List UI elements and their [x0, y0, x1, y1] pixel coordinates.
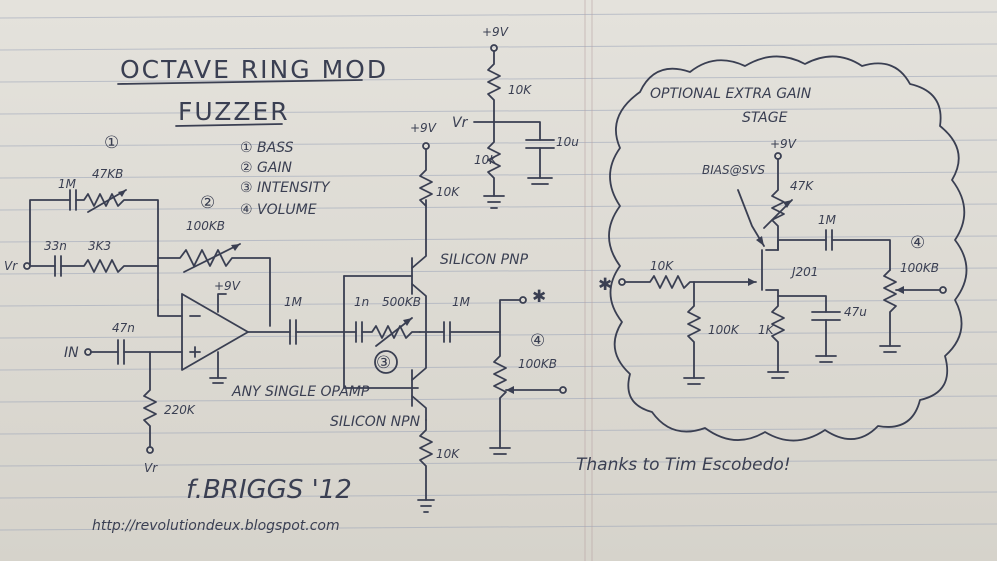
jfet-9v-label: +9V [770, 137, 797, 151]
ring-stage [289, 199, 501, 421]
volume-pot [489, 296, 567, 455]
pnp-label: SILICON PNP [440, 252, 529, 268]
res-1k-label: 1K [758, 323, 775, 337]
cap-1m-2-label: 1M [452, 295, 471, 309]
legend-item-volume: ④ VOLUME [240, 202, 317, 218]
vr-left-label: Vr [4, 259, 18, 273]
res-47k-label: 47K [790, 179, 814, 193]
res-10k-bot-label: 10K [474, 153, 498, 167]
cap-1m-feedback-label: 1M [58, 177, 77, 191]
pot-100kb-gain-label: 100KB [186, 219, 225, 233]
vr-bottom-label: Vr [144, 461, 158, 475]
res-10k-in-label: 10K [650, 259, 674, 273]
legend: ① BASS ② GAIN ③ INTENSITY ④ VOLUME [240, 140, 331, 218]
res-100k-label: 100K [708, 323, 740, 337]
optional-stage-cloud [608, 55, 968, 442]
credit-text: Thanks to Tim Escobedo! [576, 455, 791, 475]
res-10k-npn-label: 10K [436, 447, 460, 461]
feedback-network [23, 189, 159, 301]
cap-1n-label: 1n [354, 295, 369, 309]
vr-divider [473, 44, 555, 209]
marker-volume-extra: ④ [910, 233, 925, 253]
extra-stage-input-star: ✱ [598, 275, 612, 295]
cap-47u-label: 47u [844, 305, 867, 319]
marker-bass: ① [104, 133, 119, 153]
marker-volume: ④ [530, 331, 545, 351]
jfet-label: J201 [790, 265, 818, 279]
npn-label-1: SILICON NPN [330, 414, 421, 430]
res-10k-pnp-label: 10K [436, 185, 460, 199]
title-line-1: OCTAVE RING MOD [120, 55, 388, 84]
title-line-2: FUZZER [178, 97, 290, 126]
pot-100kb-vol-label: 100KB [518, 357, 557, 371]
bias-label: BIAS@SVS [702, 163, 765, 177]
legend-item-intensity: ③ INTENSITY [240, 180, 331, 196]
cap-10u-label: 10u [556, 135, 579, 149]
cap-33n-label: 33n [44, 239, 67, 253]
vr-top-label: Vr [452, 115, 469, 131]
legend-item-bass: ① BASS [240, 140, 294, 156]
extra-stage-title-1: OPTIONAL EXTRA GAIN [650, 86, 812, 102]
res-220k-label: 220K [164, 403, 196, 417]
pnp-supply [419, 142, 433, 207]
cap-1m-jfet-label: 1M [818, 213, 837, 227]
divider-9v-label: +9V [482, 25, 509, 39]
res-10k-top-label: 10K [508, 83, 532, 97]
npn-emitter [417, 419, 435, 513]
legend-item-gain: ② GAIN [240, 160, 293, 176]
cap-47n-label: 47n [112, 321, 135, 335]
blog-url: http://revolutiondeux.blogspot.com [92, 518, 340, 534]
pot-47kb-label: 47KB [92, 167, 123, 181]
pnp-9v-label: +9V [410, 121, 437, 135]
pot-500kb-label: 500KB [382, 295, 421, 309]
opamp [157, 293, 291, 384]
gain-pot [157, 243, 271, 327]
volume-out-star: ✱ [532, 287, 546, 307]
extra-gain-stage [618, 152, 947, 385]
opamp-note: ANY SINGLE OPAMP [231, 384, 370, 400]
extra-stage-title-2: STAGE [742, 110, 788, 126]
opamp-9v-label: +9V [214, 279, 241, 293]
cap-1m-out-label: 1M [284, 295, 303, 309]
input-label: IN [64, 345, 79, 361]
marker-gain: ② [200, 193, 215, 213]
signature: f.BRIGGS '12 [186, 475, 352, 505]
input-network [84, 339, 183, 454]
res-3k3-label: 3K3 [88, 239, 111, 253]
marker-intensity: ③ [376, 353, 391, 373]
pot-100kb-extra-label: 100KB [900, 261, 939, 275]
